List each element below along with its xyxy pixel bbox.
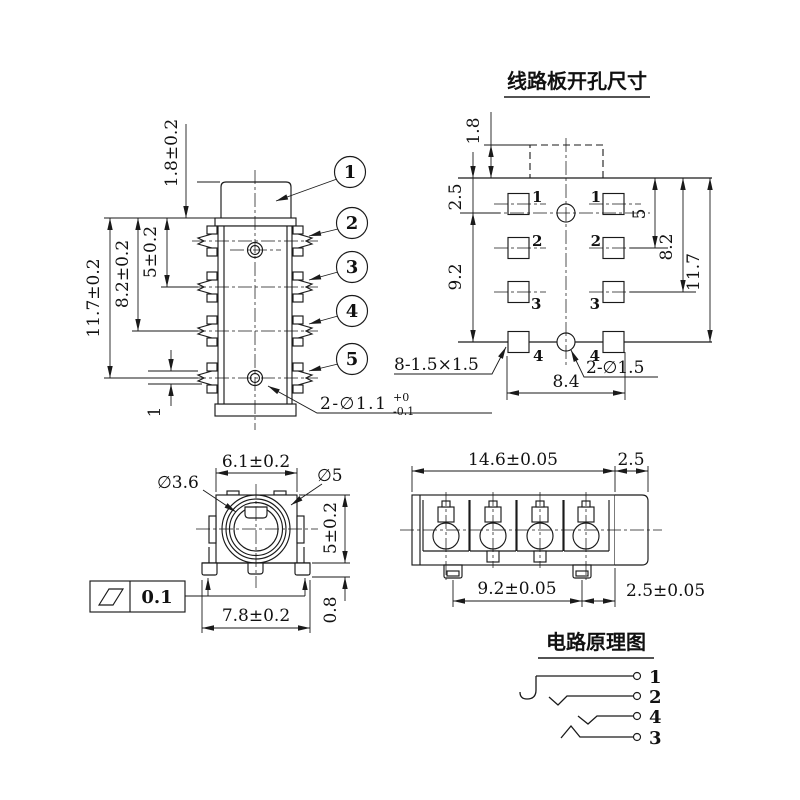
label-pcb-holes: 2-∅1.5 [586, 358, 644, 378]
connector-outline-dashed [529, 144, 604, 179]
dim-pad2: 5 [630, 209, 650, 220]
terminal-circle-1 [632, 671, 642, 681]
circuit-line-3 [560, 724, 633, 739]
balloon-3-number: 3 [346, 257, 359, 278]
dim-pad3: 8.2 [657, 233, 677, 260]
dim-cap-height: 1.8±0.2 [162, 119, 182, 187]
front-top-bump-left [226, 490, 240, 496]
label-pads: 8-1.5×1.5 [394, 355, 479, 375]
dim-feet-span: 7.8±0.2 [222, 606, 290, 626]
top-view-dimensions: 1.8±0.2 11.7±0.2 8.2±0.2 5±0.2 1 2-∅1.1 … [84, 119, 492, 418]
dim-overall: 11.7±0.2 [84, 258, 104, 337]
dim-pin3: 8.2±0.2 [113, 240, 133, 308]
pcb-centerlines [487, 138, 650, 365]
front-foot-right [294, 562, 311, 576]
svg-text:3: 3 [531, 295, 541, 313]
flatness-symbol-icon [97, 588, 125, 606]
top-view-pins [196, 225, 314, 394]
top-view-flange [214, 217, 297, 227]
dim-height: 5±0.2 [321, 502, 341, 554]
circuit-pin-4: 4 [649, 707, 662, 728]
balloon-5-number: 5 [346, 349, 359, 370]
circuit-view: 电路原理图 1 2 4 3 [519, 630, 662, 749]
circuit-pin-3: 3 [649, 728, 662, 749]
side-dimensions: 14.6±0.05 2.5 9.2±0.05 2.5±0.05 [411, 450, 705, 607]
label-holes-tol-lower: -0.1 [393, 405, 414, 418]
terminal-circle-3 [632, 732, 642, 742]
front-side-tab-left [208, 515, 217, 544]
terminal-circle-2 [632, 691, 642, 701]
balloon-1-number: 1 [344, 162, 357, 183]
svg-text:3: 3 [590, 295, 600, 313]
front-top-bump-right [273, 490, 287, 496]
top-view-centerlines [192, 170, 318, 430]
pcb-holes-leader [570, 349, 658, 378]
balloon-3 [335, 250, 369, 284]
pads-leader [394, 346, 507, 375]
gdt-value: 0.1 [141, 587, 172, 608]
balloon-2 [335, 206, 369, 240]
side-centerlines [400, 492, 662, 580]
dim-overall-pcb: 11.7 [684, 253, 704, 291]
dim-hole: ∅3.6 [157, 473, 199, 493]
dim-tab: 1.8 [464, 117, 484, 144]
svg-text:4: 4 [533, 347, 543, 365]
pad-numbers: 1 2 3 4 1 2 3 4 [531, 188, 601, 365]
svg-text:2: 2 [591, 232, 601, 250]
pcb-view-title: 线路板开孔尺寸 [507, 69, 647, 93]
dim-foot-height: 0.8 [321, 596, 341, 623]
dim-pin2: 5±0.2 [141, 226, 161, 278]
dim-hole-span: 9.2 [446, 263, 466, 290]
svg-text:2: 2 [532, 232, 542, 250]
dim-feet-to-end: 2.5±0.05 [626, 581, 705, 601]
front-view: 6.1±0.2 ∅3.6 ∅5 5±0.2 0.8 7.8±0.2 0.1 [89, 452, 350, 633]
circuit-pin-2: 2 [649, 687, 662, 708]
dim-barrel-len: 2.5 [617, 450, 644, 470]
side-view: 14.6±0.05 2.5 9.2±0.05 2.5±0.05 [400, 450, 705, 607]
balloon-5 [335, 342, 369, 376]
circuit-title: 电路原理图 [546, 630, 646, 654]
dim-pin-width: 1 [145, 407, 165, 418]
circuit-lines [519, 675, 633, 739]
circuit-line-4 [577, 715, 633, 725]
circuit-pin-1: 1 [649, 667, 662, 688]
dim-feet-span-side: 9.2±0.05 [477, 579, 556, 599]
label-holes: 2-∅1.1 [320, 394, 387, 414]
label-holes-tol-upper: +0 [393, 391, 409, 404]
balloon-callouts: 1 2 3 4 5 [275, 155, 369, 376]
svg-text:1: 1 [591, 188, 601, 206]
front-foot-left [201, 562, 218, 576]
terminal-circle-4 [632, 711, 642, 721]
balloon-2-number: 2 [346, 213, 359, 234]
front-side-tab-right [296, 515, 305, 544]
dim-width: 6.1±0.2 [222, 452, 290, 472]
circuit-line-2 [548, 695, 633, 706]
top-view-barrel [220, 181, 292, 218]
pcb-dimensions: 1.8 2.5 9.2 5 8.2 11.7 8.4 8-1.5×1.5 2-∅… [394, 112, 713, 400]
tip-contact-hook [519, 676, 537, 700]
balloon-4 [335, 294, 369, 328]
balloon-1 [333, 155, 367, 189]
top-view: 1.8±0.2 11.7±0.2 8.2±0.2 5±0.2 1 2-∅1.1 … [84, 119, 492, 430]
dim-pad-span: 8.4 [552, 372, 579, 392]
svg-text:1: 1 [532, 188, 542, 206]
dim-length: 14.6±0.05 [468, 450, 558, 470]
balloon-4-number: 4 [346, 301, 359, 322]
holes-leader [267, 385, 492, 414]
pcb-view: 线路板开孔尺寸 1 2 [394, 69, 713, 400]
front-center-tab [247, 562, 264, 575]
dim-barrel: ∅5 [317, 466, 343, 486]
gdt-frame: 0.1 [89, 578, 308, 613]
top-view-bottom-plate [214, 403, 297, 417]
dim-top-to-hole: 2.5 [446, 183, 466, 210]
svg-text:4: 4 [590, 347, 600, 365]
front-dimensions: 6.1±0.2 ∅3.6 ∅5 5±0.2 0.8 7.8±0.2 [157, 452, 350, 633]
